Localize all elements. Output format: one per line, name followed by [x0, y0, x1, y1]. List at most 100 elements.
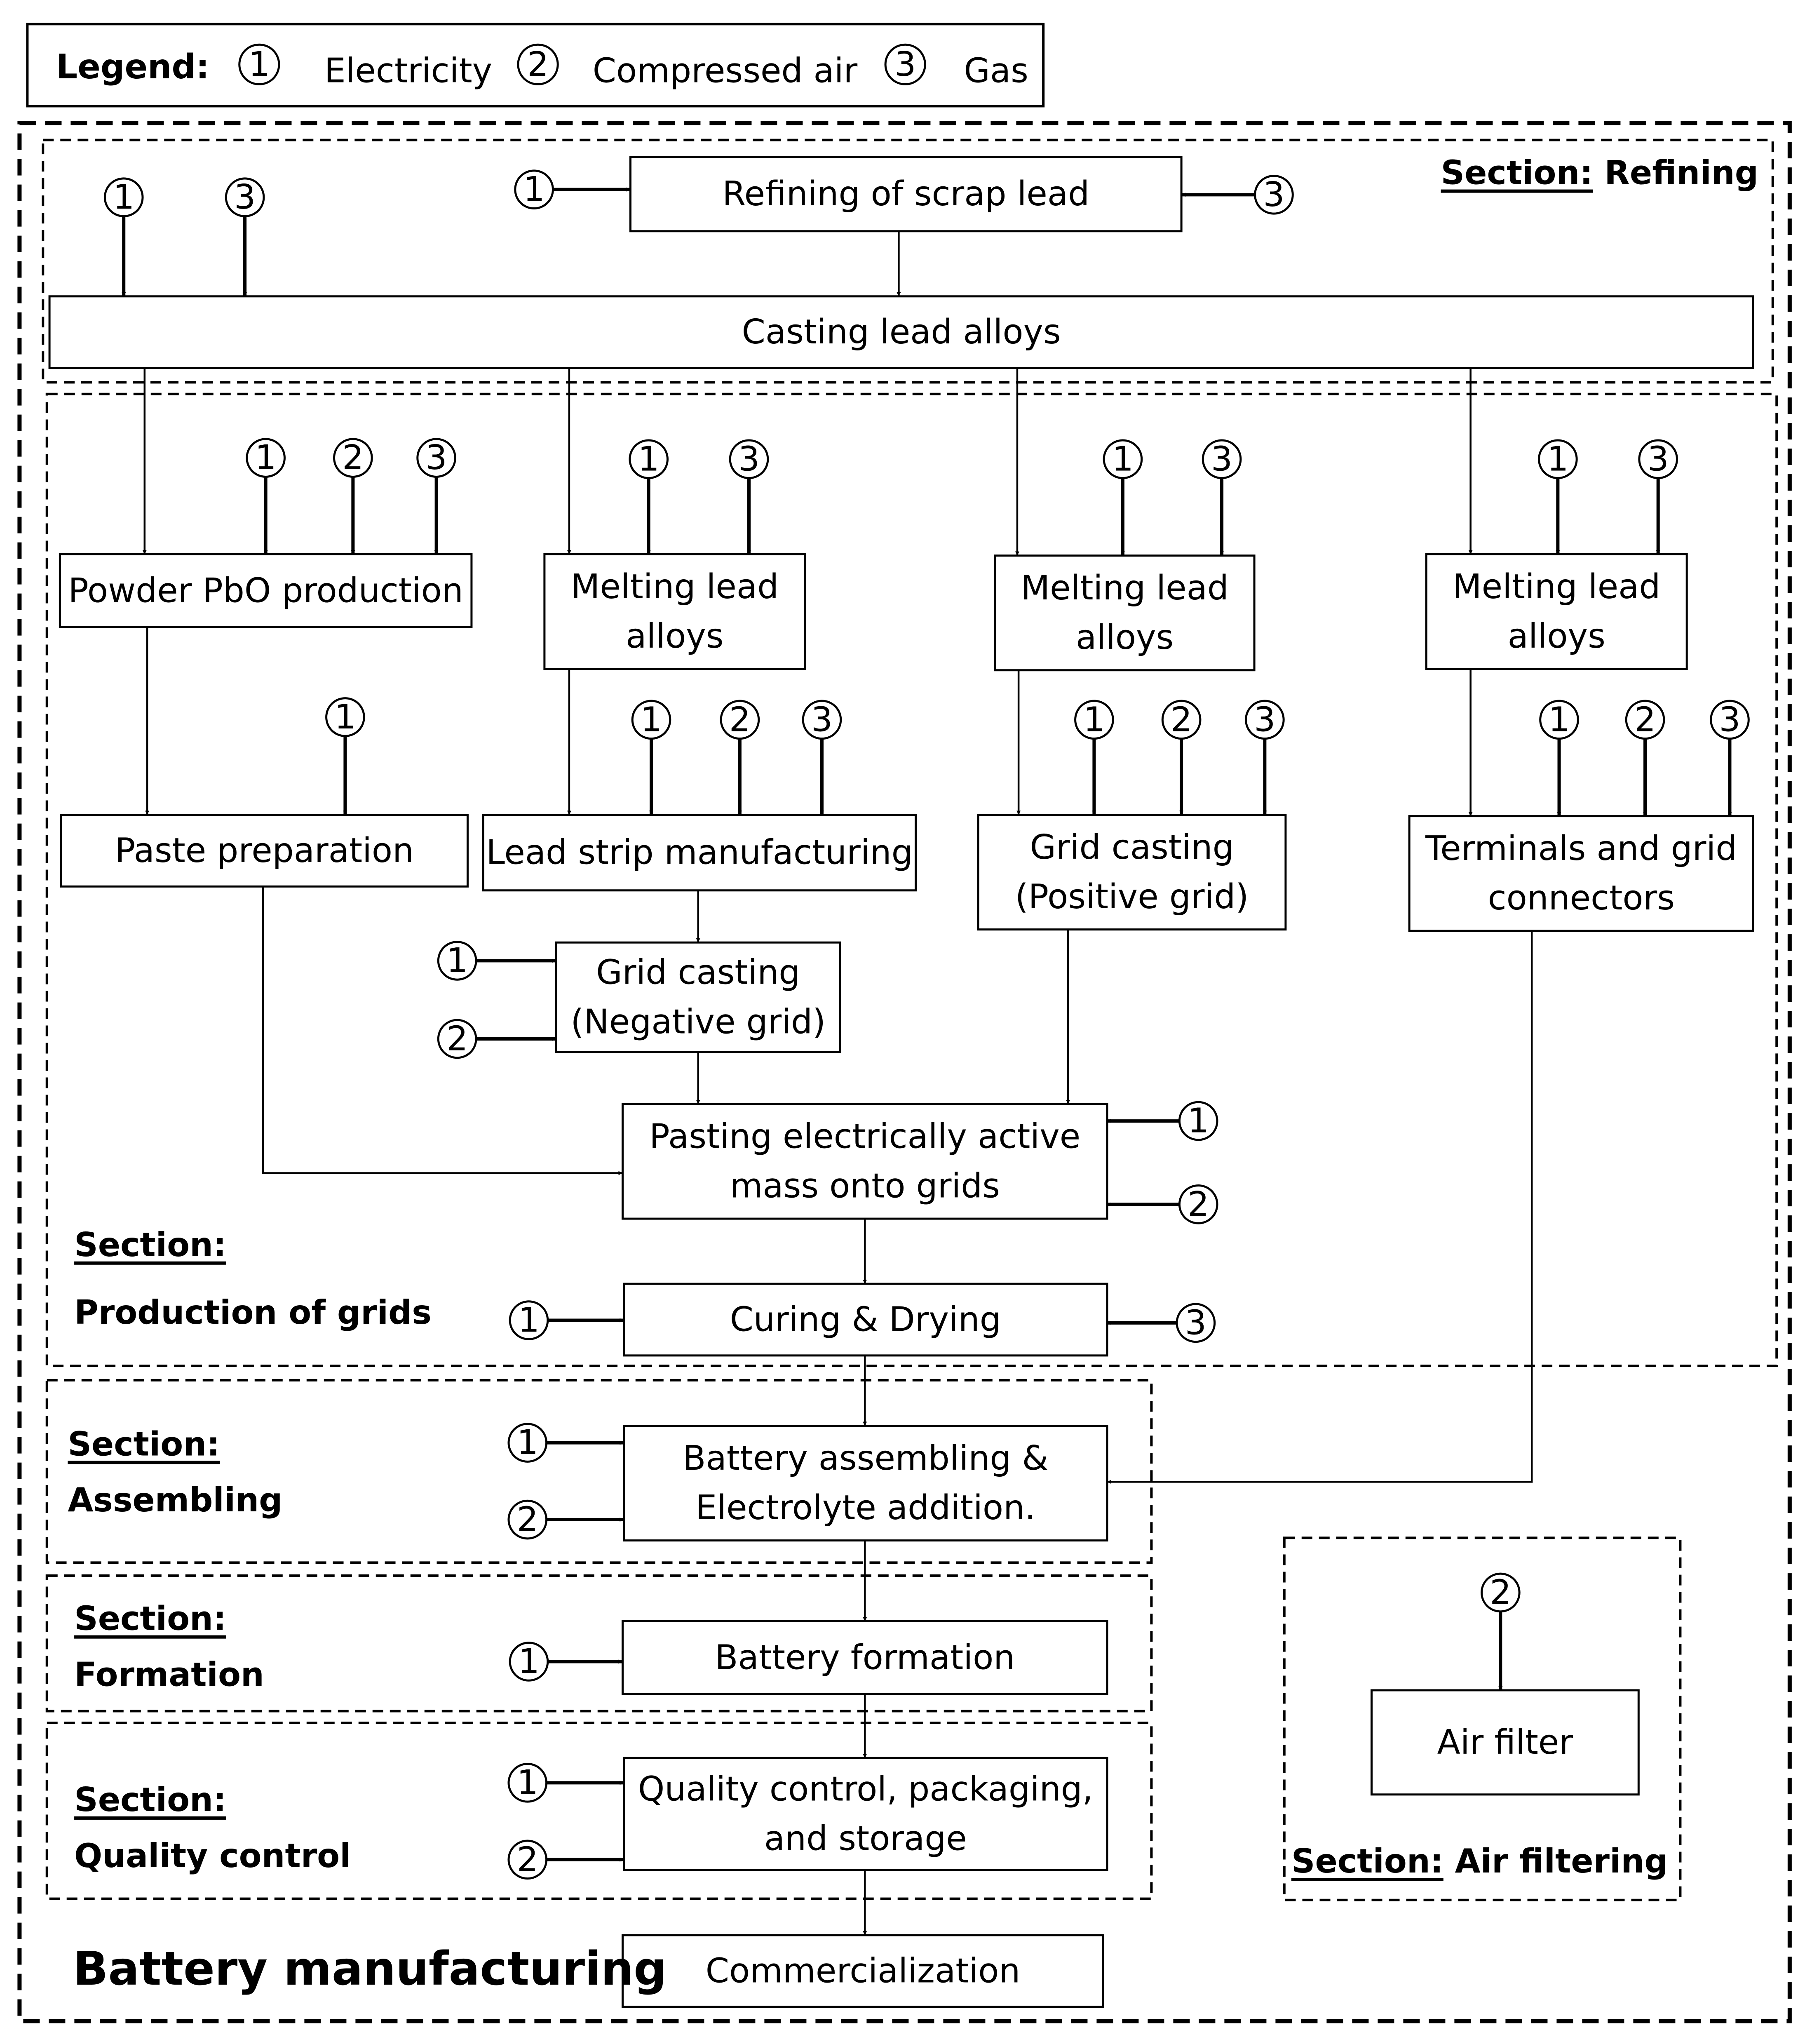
utility-gas-number-melting-2: 3	[1211, 439, 1232, 479]
utility-gas-number-powder-pbo: 3	[426, 438, 447, 477]
process-melting-1-label-2: alloys	[626, 617, 723, 656]
legend-symbol-1-number: 1	[249, 45, 270, 84]
utility-compressed-air-number-lead-strip: 2	[729, 700, 751, 739]
utility-electricity-number-pasting: 1	[1188, 1102, 1209, 1141]
utility-electricity-number-melting-2: 1	[1112, 439, 1134, 479]
legend-symbol-3-icon	[884, 43, 926, 85]
utility-electricity-number-lead-strip: 1	[641, 700, 662, 739]
process-melting-3-label-2: alloys	[1508, 617, 1605, 656]
process-melting-1-label-1: Melting lead	[571, 567, 779, 606]
utility-compressed-air-number-terminals: 2	[1634, 700, 1656, 739]
legend-symbol-2-icon	[517, 43, 559, 85]
utility-electricity-icon-melting-2	[1103, 439, 1143, 479]
utility-gas-number-grid-positive: 3	[1254, 700, 1275, 739]
utility-electricity-number-grid-negative: 1	[446, 941, 468, 980]
section-quality-heading: Section:	[74, 1781, 226, 1819]
section-grids-name: Production of grids	[74, 1293, 432, 1332]
process-refining-scrap-label-1: Refining of scrap lead	[722, 174, 1089, 214]
utility-electricity-number-melting-3: 1	[1547, 439, 1568, 479]
process-qc-box	[623, 1757, 1108, 1871]
utility-gas-icon-terminals	[1710, 700, 1750, 740]
legend-label-gas: Gas	[964, 52, 1028, 91]
utility-electricity-number-curing: 1	[518, 1301, 540, 1340]
utility-compressed-air-icon-pasting	[1178, 1184, 1218, 1224]
process-powder-pbo-label-1: Powder PbO production	[68, 571, 463, 610]
section-formation-name: Formation	[74, 1656, 264, 1694]
section-formation-frame	[45, 1574, 1153, 1713]
process-powder-pbo-box	[59, 553, 473, 628]
process-lead-strip-label-1: Lead strip manufacturing	[486, 833, 913, 872]
utility-gas-icon-melting-3	[1638, 439, 1678, 479]
utility-electricity-icon-grid-negative	[437, 941, 477, 981]
utility-compressed-air-icon-terminals	[1625, 700, 1665, 740]
process-terminals-label-2: connectors	[1488, 879, 1674, 918]
section-assembling-heading: Section:	[68, 1425, 220, 1463]
process-commercialization-label-1: Commercialization	[706, 1951, 1021, 1990]
utility-gas-icon-lead-strip	[802, 700, 842, 740]
section-grids-frame	[45, 392, 1778, 1367]
utility-electricity-number-paste-prep: 1	[334, 698, 356, 737]
utility-gas-icon-refining-scrap	[1254, 175, 1294, 215]
process-assembly-label-2: Electrolyte addition.	[696, 1488, 1036, 1527]
utility-gas-icon-powder-pbo	[416, 438, 456, 478]
process-pasting-label-2: mass onto grids	[730, 1167, 1000, 1206]
legend-symbol-3-number: 3	[894, 45, 916, 84]
utility-electricity-icon-formation	[509, 1642, 549, 1682]
utility-electricity-icon-melting-3	[1538, 439, 1578, 479]
process-pasting-label-1: Pasting electrically active	[649, 1117, 1080, 1156]
utility-electricity-number-refining: 1	[113, 178, 134, 217]
utility-electricity-icon-lead-strip	[631, 700, 671, 740]
section-formation-heading: Section:	[74, 1600, 226, 1638]
process-lead-strip-box	[482, 813, 917, 892]
process-grid-negative-box	[555, 941, 841, 1053]
utility-compressed-air-icon-powder-pbo	[333, 438, 373, 478]
flow-arrow-16	[1107, 930, 1533, 1484]
process-formation-box	[621, 1620, 1108, 1695]
section-assembling-name: Assembling	[68, 1481, 282, 1519]
utility-compressed-air-number-powder-pbo: 2	[342, 438, 364, 477]
legend-title: Legend:	[56, 47, 209, 87]
section-quality-name: Quality control	[74, 1837, 351, 1875]
utility-electricity-number-terminals: 1	[1548, 700, 1570, 739]
utility-electricity-icon-melting-1	[629, 439, 669, 479]
utility-electricity-number-formation: 1	[518, 1642, 540, 1681]
utility-electricity-number-grid-positive: 1	[1083, 700, 1105, 739]
process-grid-negative-label-2: (Negative grid)	[570, 1002, 826, 1041]
process-terminals-box	[1408, 815, 1754, 932]
utility-electricity-icon-paste-prep	[325, 697, 365, 737]
legend-symbol-2-number: 2	[527, 45, 549, 84]
process-melting-3-label-1: Melting lead	[1453, 567, 1661, 606]
utility-compressed-air-number-assembly: 2	[517, 1500, 538, 1539]
process-paste-prep-box	[60, 813, 469, 888]
process-formation-label-1: Battery formation	[715, 1638, 1015, 1677]
utility-electricity-icon-powder-pbo	[246, 438, 286, 478]
utility-electricity-number-qc: 1	[517, 1763, 538, 1802]
utility-gas-number-melting-3: 3	[1648, 439, 1669, 479]
utility-compressed-air-icon-qc	[507, 1840, 548, 1880]
legend-label-compressed-air: Compressed air	[593, 52, 858, 91]
utility-compressed-air-icon-grid-positive	[1161, 700, 1202, 740]
utility-electricity-icon-pasting	[1178, 1101, 1218, 1141]
process-assembly-label-1: Battery assembling &	[683, 1439, 1048, 1478]
process-casting-alloys-box	[48, 295, 1754, 369]
process-melting-2-label-2: alloys	[1076, 618, 1174, 657]
utility-electricity-icon-assembly	[507, 1423, 548, 1463]
utility-gas-number-refining: 3	[234, 178, 256, 217]
process-melting-2-label-1: Melting lead	[1021, 569, 1229, 608]
process-refining-scrap-box	[629, 156, 1183, 233]
utility-electricity-number-powder-pbo: 1	[255, 438, 277, 477]
process-grid-positive-label-2: (Positive grid)	[1015, 877, 1249, 916]
utility-gas-icon-curing	[1176, 1303, 1216, 1343]
process-melting-3-box	[1425, 553, 1688, 670]
section-refining-label: Section: Refining	[1441, 153, 1758, 192]
process-curing-label-1: Curing & Drying	[730, 1300, 1001, 1339]
utility-gas-number-refining-scrap: 3	[1263, 175, 1284, 214]
utility-compressed-air-number-qc: 2	[517, 1840, 538, 1879]
utility-electricity-icon-refining-scrap	[514, 169, 554, 209]
utility-gas-icon-refining	[225, 177, 265, 217]
process-curing-box	[623, 1283, 1108, 1357]
process-qc-label-2: and storage	[764, 1819, 967, 1858]
utility-gas-icon-grid-positive	[1245, 700, 1285, 740]
process-terminals-label-1: Terminals and grid	[1425, 829, 1737, 868]
